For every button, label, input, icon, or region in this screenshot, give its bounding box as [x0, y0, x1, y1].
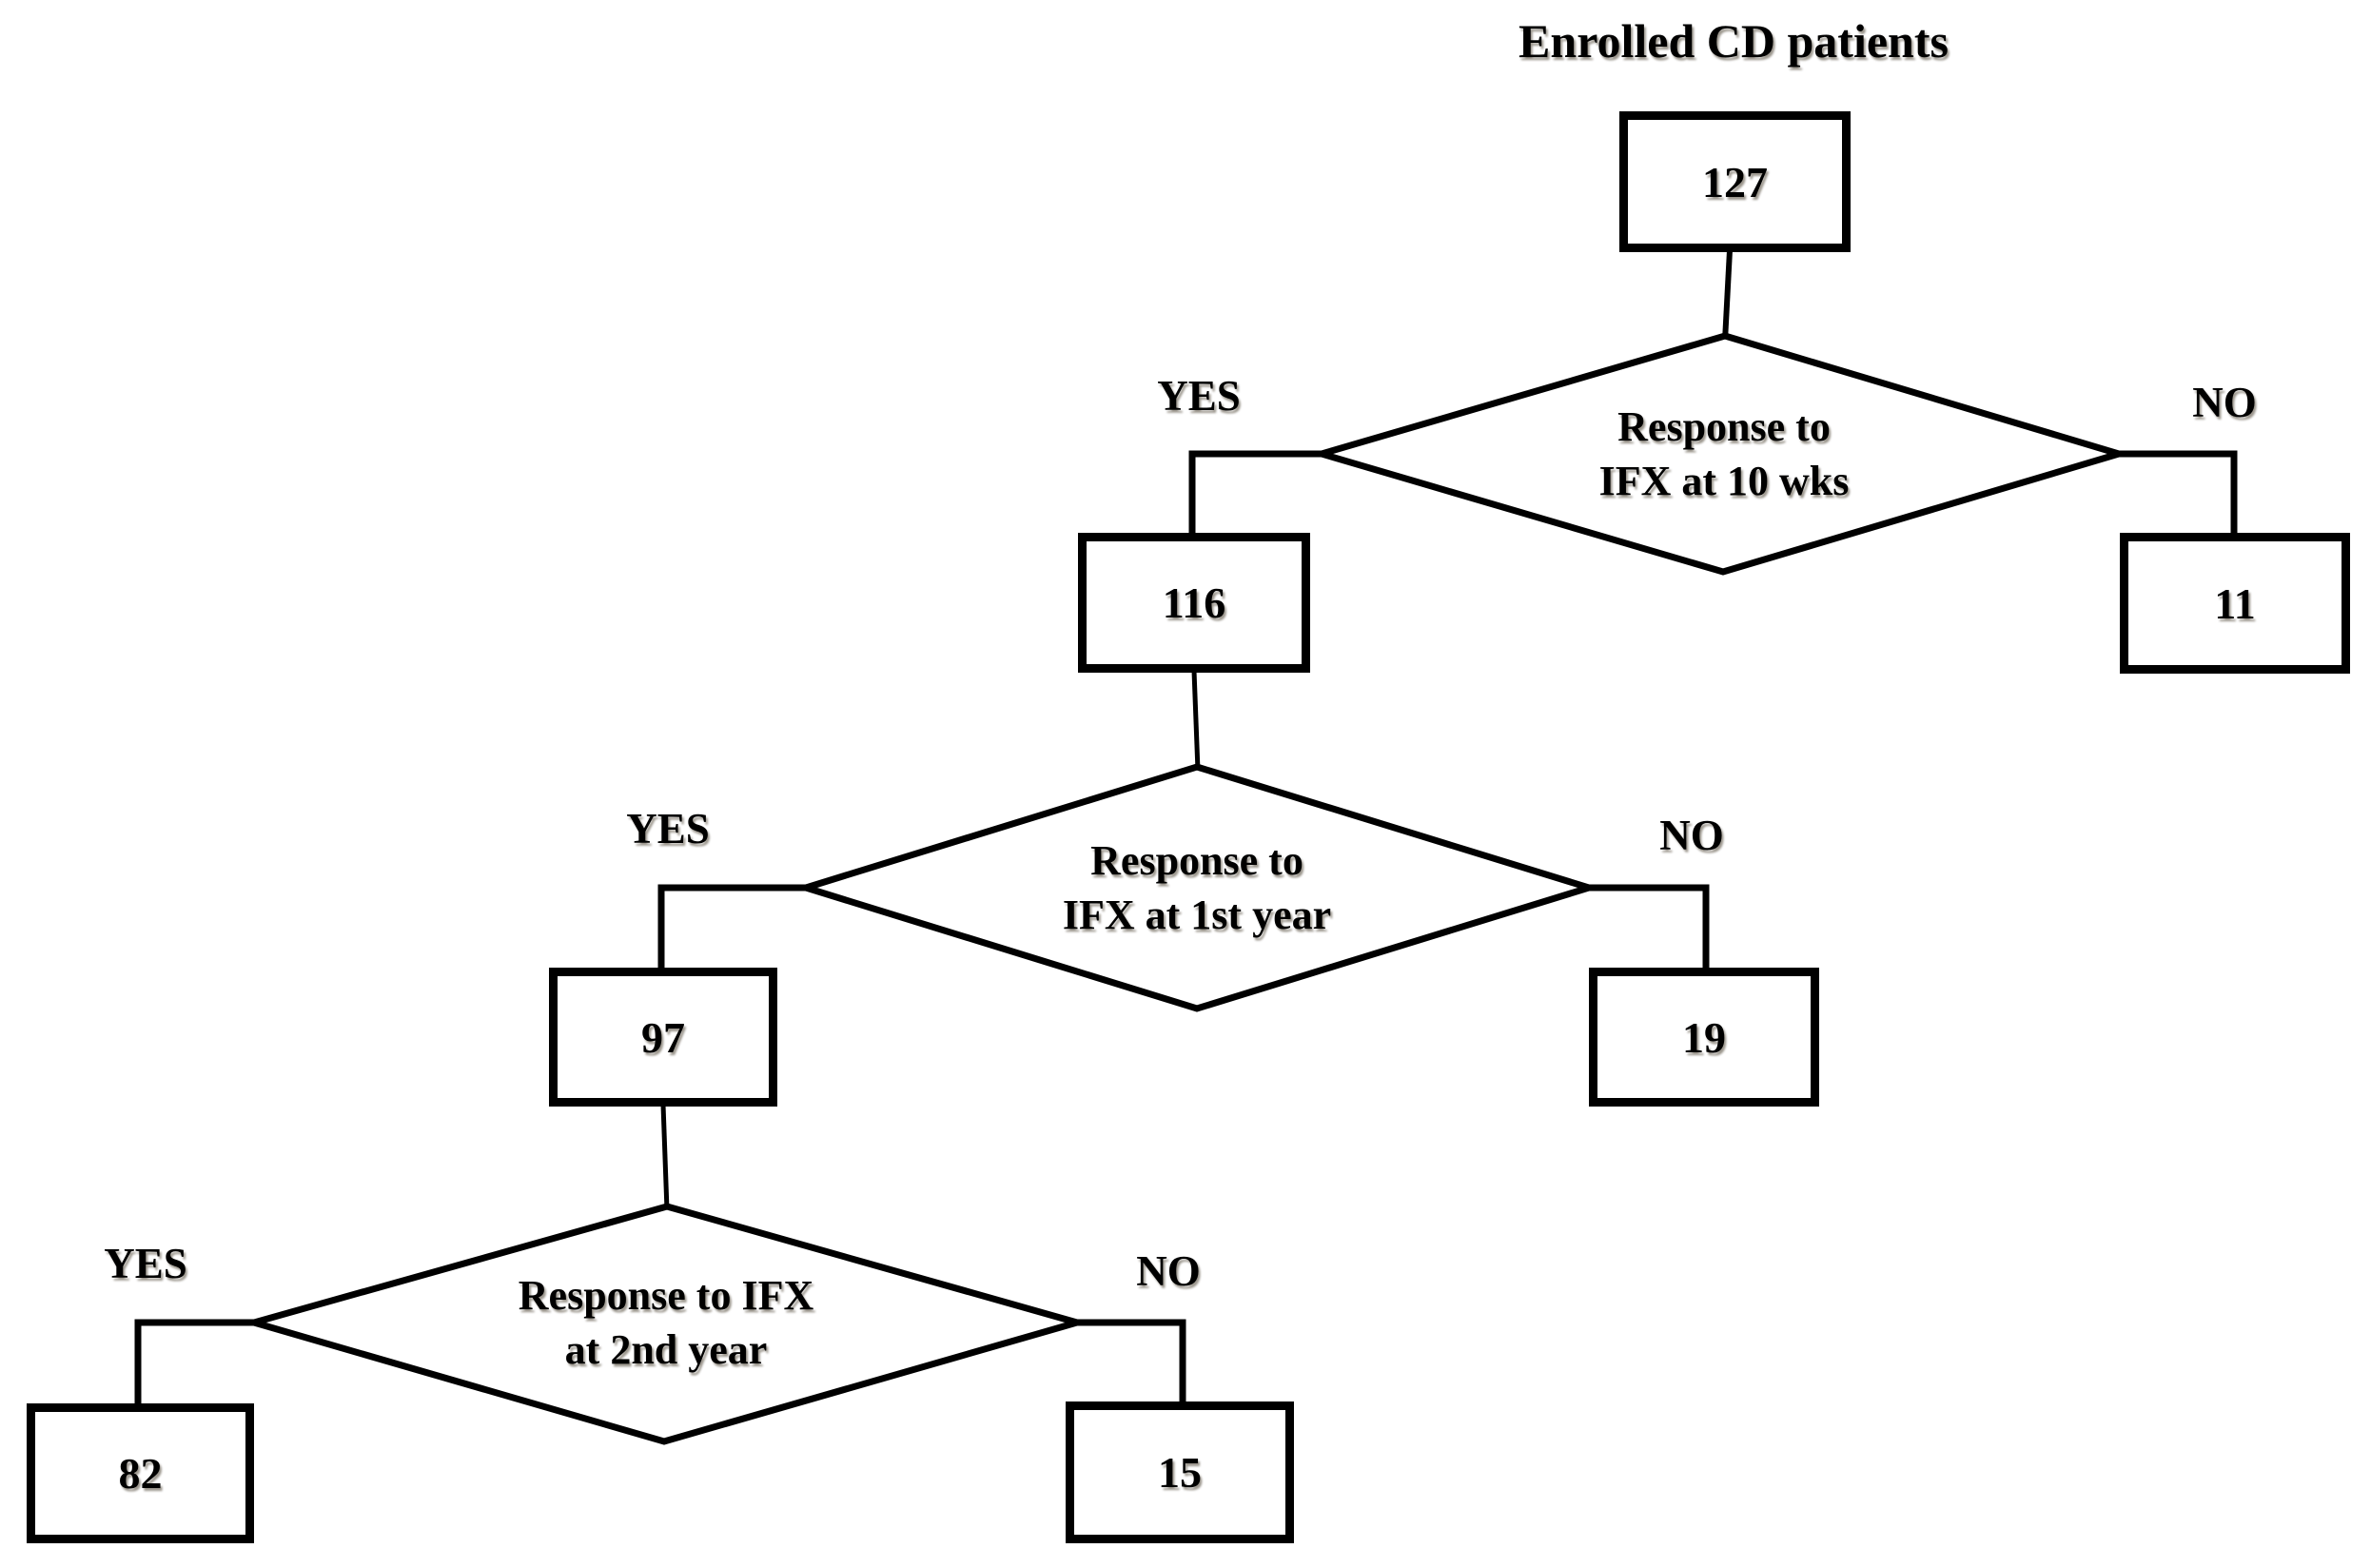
connector-decision-3-yes — [134, 1319, 257, 1407]
node-responders-2nd-year-value: 82 — [118, 1449, 163, 1498]
connector-decision-2-yes — [657, 884, 809, 971]
flowchart-title: Enrolled CD patients — [1519, 14, 1949, 68]
decision-1-diamond — [1309, 332, 2131, 576]
decision-1-no-label: NO — [2192, 379, 2257, 426]
node-nonresponders-2nd-year-value: 15 — [1158, 1448, 1202, 1497]
decision-3-question-line1: Response to IFX — [518, 1272, 814, 1319]
connector-decision-3-no — [1074, 1319, 1186, 1405]
decision-2-diamond — [794, 763, 1600, 1012]
decision-3-question-line2: at 2nd year — [564, 1326, 768, 1373]
node-enrolled-patients: 127 — [1619, 111, 1851, 252]
node-responders-2nd-year: 82 — [27, 1403, 254, 1543]
decision-3-no-label: NO — [1136, 1247, 1201, 1295]
decision-3-diamond — [242, 1203, 1089, 1445]
decision-3-yes-label: YES — [104, 1240, 187, 1287]
connector-116-to-decision-2 — [1191, 670, 1201, 772]
decision-1-question-line1: Response to — [1617, 403, 1831, 450]
decision-2-question-line1: Response to — [1090, 837, 1303, 884]
node-nonresponders-10wks-value: 11 — [2214, 578, 2256, 628]
decision-1-yes-label: YES — [1157, 372, 1241, 420]
connector-decision-2-no — [1586, 884, 1710, 971]
node-responders-10wks-value: 116 — [1162, 578, 1226, 627]
decision-3-question: Response to IFX at 2nd year — [428, 1268, 904, 1377]
node-responders-1st-year: 97 — [549, 968, 777, 1107]
node-nonresponders-1st-year-value: 19 — [1682, 1012, 1726, 1062]
decision-2-question: Response to IFX at 1st year — [959, 833, 1435, 942]
node-nonresponders-10wks: 11 — [2120, 533, 2350, 674]
connector-root-to-decision-1 — [1722, 249, 1733, 342]
node-enrolled-patients-value: 127 — [1702, 157, 1768, 206]
node-nonresponders-2nd-year: 15 — [1066, 1401, 1294, 1543]
decision-2-question-line2: IFX at 1st year — [1062, 892, 1332, 938]
connector-97-to-decision-3 — [660, 1104, 670, 1211]
decision-1-question-line2: IFX at 10 wks — [1598, 458, 1850, 504]
node-responders-1st-year-value: 97 — [641, 1012, 685, 1062]
node-nonresponders-1st-year: 19 — [1589, 968, 1819, 1107]
decision-2-no-label: NO — [1659, 812, 1724, 859]
connector-decision-1-yes — [1188, 450, 1324, 537]
decision-2-yes-label: YES — [626, 805, 710, 853]
connector-decision-1-no — [2116, 450, 2238, 537]
node-responders-10wks: 116 — [1078, 533, 1310, 673]
decision-1-question: Response to IFX at 10 wks — [1486, 400, 1962, 508]
